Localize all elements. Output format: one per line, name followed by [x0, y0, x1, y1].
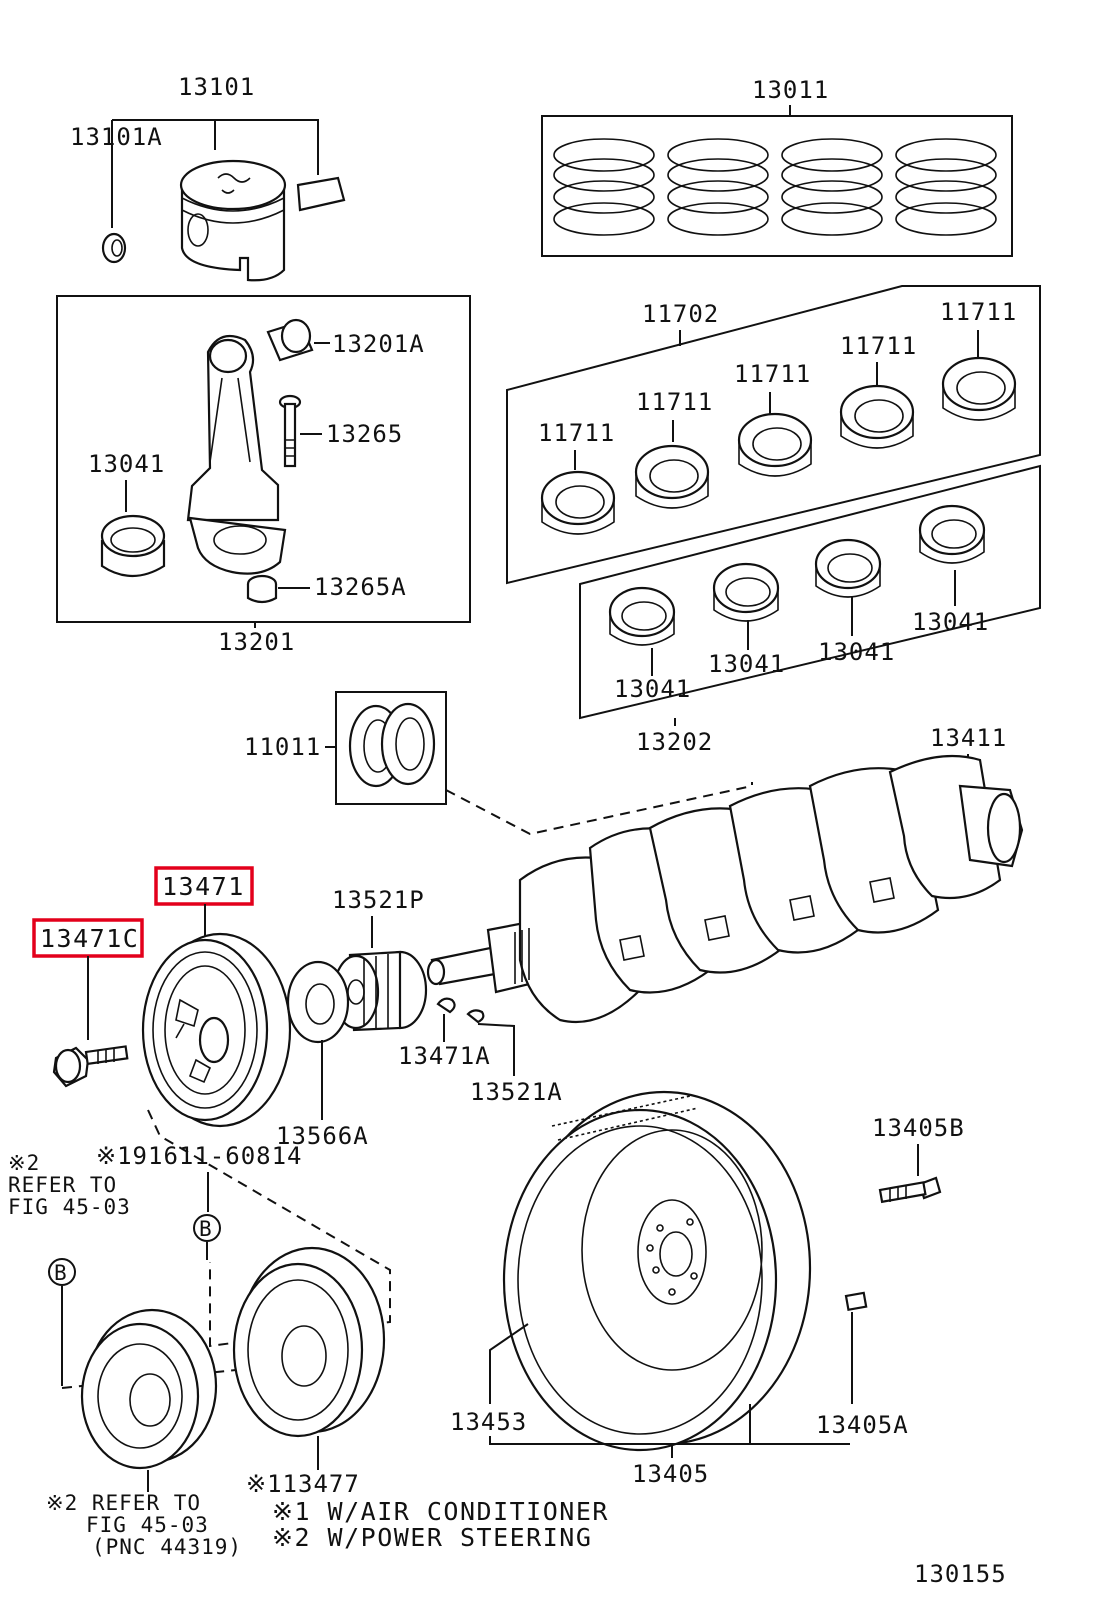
label-11711-d[interactable]: 11711 [840, 332, 917, 360]
note-refer-left-2: REFER TO [8, 1173, 117, 1197]
snap-ring-icon [101, 232, 127, 264]
piston-ring-set: 13011 [541, 76, 1013, 257]
connecting-rod-group: 13201 13201A 13265 13265 [56, 295, 471, 656]
label-13265[interactable]: 13265 [326, 420, 403, 448]
ring-set-icon [553, 138, 997, 236]
timing-gear-group: 13521P 13566A 13471A 13521A [276, 886, 563, 1150]
label-13101a[interactable]: 13101A [70, 123, 163, 151]
crank-pulley-group: 13471 13471C [32, 866, 292, 1128]
label-11011[interactable]: 11011 [244, 733, 321, 761]
legend: ※1 W/AIR CONDITIONER ※2 W/POWER STEERING [272, 1497, 609, 1552]
piston-group: 13101 13101A [70, 73, 346, 282]
note-refer-left-1: ※2 [8, 1151, 40, 1175]
b-marker-upper-text: B [199, 1217, 213, 1241]
label-13041-c[interactable]: 13041 [818, 638, 895, 666]
crank-key-icon [436, 997, 485, 1024]
figure-number: 130155 [914, 1560, 1007, 1588]
main-bearing-icons [540, 356, 1017, 535]
label-13405[interactable]: 13405 [632, 1460, 709, 1488]
label-13471[interactable]: 13471 [162, 872, 245, 901]
pulley-bolt-icon [52, 1045, 129, 1088]
optional-pulleys-group: ※2 REFER TO FIG 45-03 ※191611-60814 B B [8, 1109, 391, 1559]
label-13041-d[interactable]: 13041 [912, 608, 989, 636]
legend-air-conditioner: ※1 W/AIR CONDITIONER [272, 1497, 609, 1526]
label-113477[interactable]: ※113477 [246, 1470, 360, 1498]
connecting-rod-icon [186, 334, 287, 575]
label-13453[interactable]: 13453 [450, 1408, 527, 1436]
power-steering-pulley-icon [80, 1308, 218, 1470]
label-11702[interactable]: 11702 [642, 300, 719, 328]
label-13471c[interactable]: 13471C [40, 924, 139, 953]
thrust-washer-icon [348, 702, 436, 788]
main-bearing-panel-upper: 11702 11711 11711 11711 11711 11711 [506, 285, 1041, 585]
note-refer-left-3: FIG 45-03 [8, 1195, 131, 1219]
note-refer-bottom-2: FIG 45-03 [86, 1513, 209, 1537]
label-13566a[interactable]: 13566A [276, 1122, 369, 1150]
crankshaft-group: 13411 [426, 724, 1024, 1024]
label-13405a[interactable]: 13405A [816, 1411, 909, 1439]
label-11711-b[interactable]: 11711 [636, 388, 713, 416]
label-11711-e[interactable]: 11711 [940, 298, 1017, 326]
b-marker-left: B [48, 1258, 76, 1286]
label-191611-60814[interactable]: ※191611-60814 [96, 1142, 303, 1170]
flywheel-bolt-icon [878, 1176, 942, 1204]
rod-bearing-panel-lower: 13202 13041 13041 13041 13041 [579, 464, 1041, 756]
b-marker-upper: B [193, 1214, 221, 1242]
rod-bearing-icons [608, 504, 986, 646]
rod-bolt-icon [278, 394, 302, 468]
label-13041-a[interactable]: 13041 [614, 675, 691, 703]
label-13405b[interactable]: 13405B [872, 1114, 965, 1142]
rod-bearing-icon [100, 514, 166, 577]
label-13265a[interactable]: 13265A [314, 573, 407, 601]
b-marker-left-text: B [54, 1261, 68, 1285]
crankshaft-icon [426, 754, 1024, 1024]
label-13011[interactable]: 13011 [752, 76, 829, 104]
ac-pulley-icon [232, 1246, 386, 1438]
spacer-icon [286, 960, 350, 1044]
dowel-pin-icon [844, 1291, 868, 1312]
label-13101[interactable]: 13101 [178, 73, 255, 101]
crank-pulley-icon [141, 932, 292, 1128]
label-13041-rod[interactable]: 13041 [88, 450, 165, 478]
thrust-washer-group: 11011 [244, 691, 753, 836]
note-refer-bottom-3: (PNC 44319) [92, 1535, 242, 1559]
label-13471a[interactable]: 13471A [398, 1042, 491, 1070]
label-13041-b[interactable]: 13041 [708, 650, 785, 678]
bushing-icon [266, 318, 314, 362]
label-11711-c[interactable]: 11711 [734, 360, 811, 388]
note-refer-bottom-1: ※2 REFER TO [46, 1491, 201, 1515]
label-13201[interactable]: 13201 [218, 628, 295, 656]
label-13521a[interactable]: 13521A [470, 1078, 563, 1106]
label-11711-a[interactable]: 11711 [538, 419, 615, 447]
label-13411[interactable]: 13411 [930, 724, 1007, 752]
legend-power-steering: ※2 W/POWER STEERING [272, 1523, 592, 1552]
label-13202[interactable]: 13202 [636, 728, 713, 756]
piston-icon [179, 159, 346, 282]
label-13521p[interactable]: 13521P [332, 886, 425, 914]
flywheel-group: 13405A 13405B 13453 13405 [450, 1090, 965, 1488]
rod-nut-icon [246, 574, 278, 604]
label-13201a[interactable]: 13201A [332, 330, 425, 358]
flywheel-icon [502, 1090, 812, 1452]
